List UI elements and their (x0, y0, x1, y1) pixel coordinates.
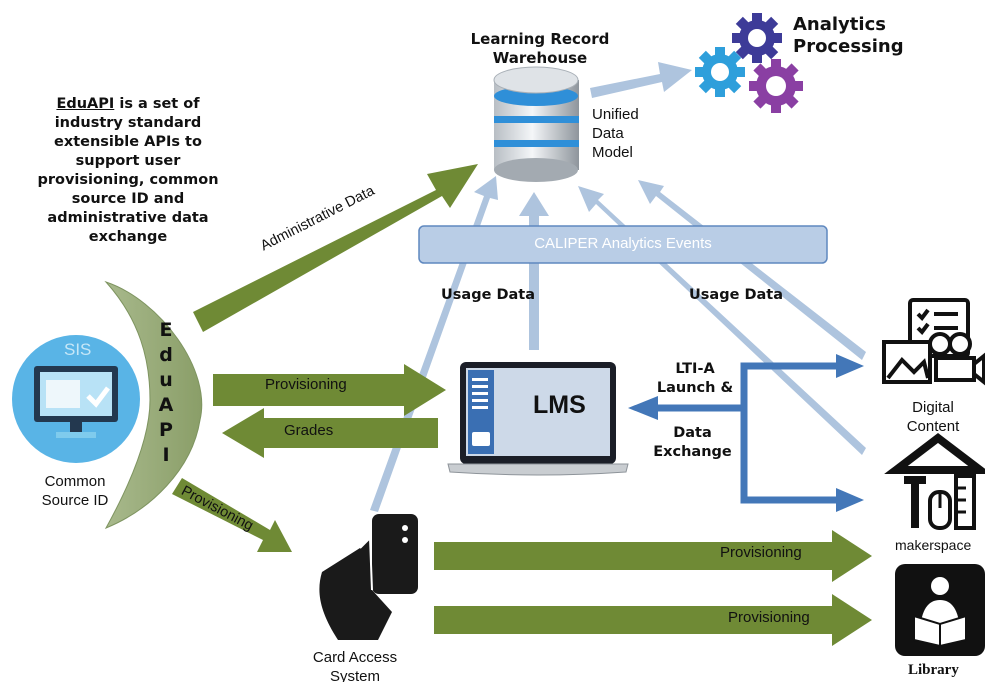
provisioning-makerspace-label: Provisioning (720, 544, 802, 561)
analytics-processing-label: Analytics Processing (793, 14, 904, 58)
card-access-icon (319, 514, 418, 640)
sis-label: SIS (64, 340, 92, 359)
eduapi-line: administrative data (47, 210, 209, 226)
eduapi-title-rest: is a set of (114, 96, 200, 112)
unified-line: Data (592, 125, 624, 142)
unified-line: Model (592, 144, 633, 161)
caliper-bar (418, 225, 828, 264)
unified-line: Unified (592, 106, 639, 123)
crescent-letter: u (159, 369, 173, 391)
lti-launch-label: LTI-A Launch & (650, 360, 740, 398)
database-icon (493, 66, 579, 182)
crescent-letter: d (159, 344, 173, 366)
eduapi-line: extensible APIs to (54, 134, 202, 150)
warehouse-label: Learning Record Warehouse (440, 30, 640, 68)
green-arrows (172, 164, 872, 646)
usage-data-left-label: Usage Data (441, 287, 535, 303)
digital-line: Content (906, 418, 960, 435)
eduapi-line: source ID and (71, 191, 185, 207)
lti-arrows (655, 362, 840, 504)
lms-label: LMS (533, 391, 586, 419)
provisioning-library-arrow (434, 594, 872, 646)
provisioning-library-label: Provisioning (728, 609, 810, 626)
lti-line: Data (673, 425, 712, 441)
card-line: System (329, 668, 380, 682)
library-icon (895, 564, 985, 656)
digital-content-label: Digital Content (885, 398, 981, 436)
lti-arrowheads (628, 354, 864, 512)
eduapi-line: industry standard (54, 115, 202, 131)
eduapi-line: support user (75, 153, 181, 169)
grades-arrow (222, 408, 438, 458)
eduapi-description: EduAPI is a set of industry standard ext… (28, 95, 228, 247)
makerspace-label: makerspace (895, 537, 972, 553)
grades-label: Grades (284, 422, 334, 439)
card-access-label: Card Access System (300, 648, 410, 682)
caliper-label: CALIPER Analytics Events (534, 235, 712, 252)
provisioning-maker-arrow (434, 530, 872, 582)
crescent-letter: P (159, 419, 173, 441)
crescent-letter: E (159, 319, 173, 341)
lti-line: Launch & (656, 380, 734, 396)
crescent-letter: I (162, 444, 170, 466)
lti-line: LTI-A (675, 361, 715, 377)
warehouse-label-line: Warehouse (492, 49, 588, 67)
arrow-to-analytics (590, 62, 692, 98)
eduapi-vertical-label: E d u A P I (156, 318, 176, 468)
data-exchange-label: Data Exchange (645, 424, 740, 462)
digital-line: Digital (912, 399, 954, 416)
admin-data-arrow (193, 164, 478, 332)
card-line: Card Access (312, 649, 398, 666)
warehouse-label-line: Learning Record (470, 30, 610, 48)
sis-caption-line: Common (44, 473, 106, 490)
provisioning-lms-arrow (213, 364, 446, 416)
gears-icon (695, 13, 803, 113)
laptop-icon (447, 362, 629, 476)
arrow-lms-to-warehouse (519, 192, 549, 350)
eduapi-line: provisioning, common (37, 172, 219, 188)
provisioning-lms-label: Provisioning (265, 376, 347, 393)
eduapi-title: EduAPI (56, 96, 115, 112)
eduapi-line: exchange (88, 229, 168, 245)
digital-content-icon (882, 298, 985, 386)
usage-data-right-label: Usage Data (689, 287, 783, 303)
lti-line: Exchange (653, 444, 732, 460)
library-label: Library (908, 662, 959, 678)
sis-caption: Common Source ID (20, 472, 130, 510)
sis-computer-icon (12, 335, 140, 463)
crescent-letter: A (158, 394, 174, 416)
eduapi-crescent (104, 280, 203, 530)
makerspace-icon (884, 432, 985, 530)
unified-data-model-label: Unified Data Model (592, 105, 639, 162)
analytics-line: Processing (793, 36, 904, 57)
provisioning-card-arrow (172, 478, 292, 552)
sis-caption-line: Source ID (41, 492, 109, 509)
analytics-line: Analytics (793, 14, 886, 35)
arrow-digital-to-warehouse (638, 180, 866, 360)
